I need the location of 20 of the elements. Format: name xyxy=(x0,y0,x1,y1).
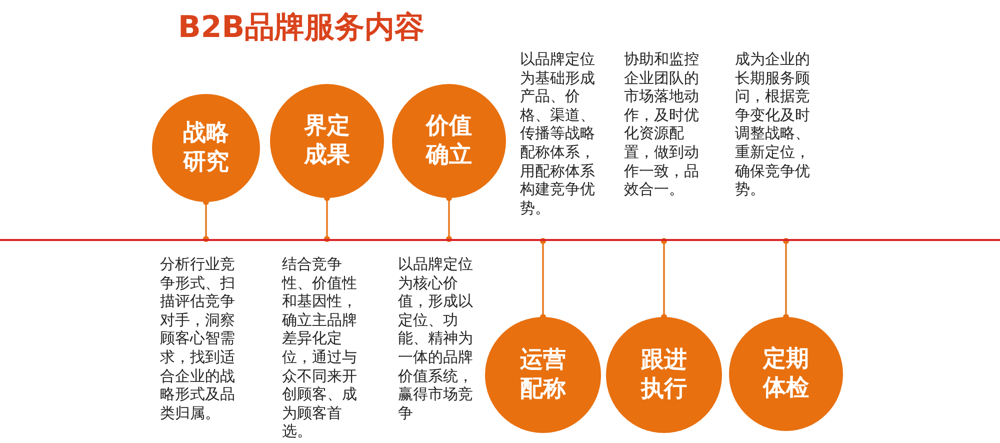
description-text: 以品牌定位为核心价值，形成以定位、功能、精神为一体的品牌价值系统，赢得市场竞争 xyxy=(398,255,474,422)
diagram-title: B2B品牌服务内容 xyxy=(178,10,425,46)
timeline-line xyxy=(0,239,1000,241)
step-title: 定期体检 xyxy=(762,345,810,403)
connector-line xyxy=(540,238,546,320)
connector-line xyxy=(661,238,667,320)
step-title: 跟进执行 xyxy=(640,346,688,404)
description-text: 以品牌定位为基础形成产品、价格、渠道、传播等战略配称体系，用配称体系构建竞争优势。 xyxy=(520,50,596,218)
description-text: 分析行业竞争形式、扫描评估竞争对手，洞察顾客心智需求，找到适合企业的战略形式及品类归属。 xyxy=(160,255,236,422)
connector-line xyxy=(324,195,330,242)
step-title: 价值确立 xyxy=(424,112,473,170)
description-text: 成为企业的长期服务顾问，根据竞争变化及时调整战略、重新定位，确保竞争优势。 xyxy=(735,50,811,199)
description-text: 结合竞争性、价值性和基因性，确立主品牌差异化定位，通过与众不同来开创顾客、成为顾客首选。 xyxy=(282,255,358,441)
description-text: 协助和监控企业团队的市场落地动作，及时优化资源配置，做到动作一致，品效合一。 xyxy=(624,50,700,199)
step-title: 界定成果 xyxy=(302,112,351,170)
connector-line xyxy=(446,195,452,242)
step-title: 战略研究 xyxy=(182,119,230,177)
connector-line xyxy=(783,238,789,320)
connector-line xyxy=(203,199,209,242)
step-title: 运营配称 xyxy=(518,346,567,404)
